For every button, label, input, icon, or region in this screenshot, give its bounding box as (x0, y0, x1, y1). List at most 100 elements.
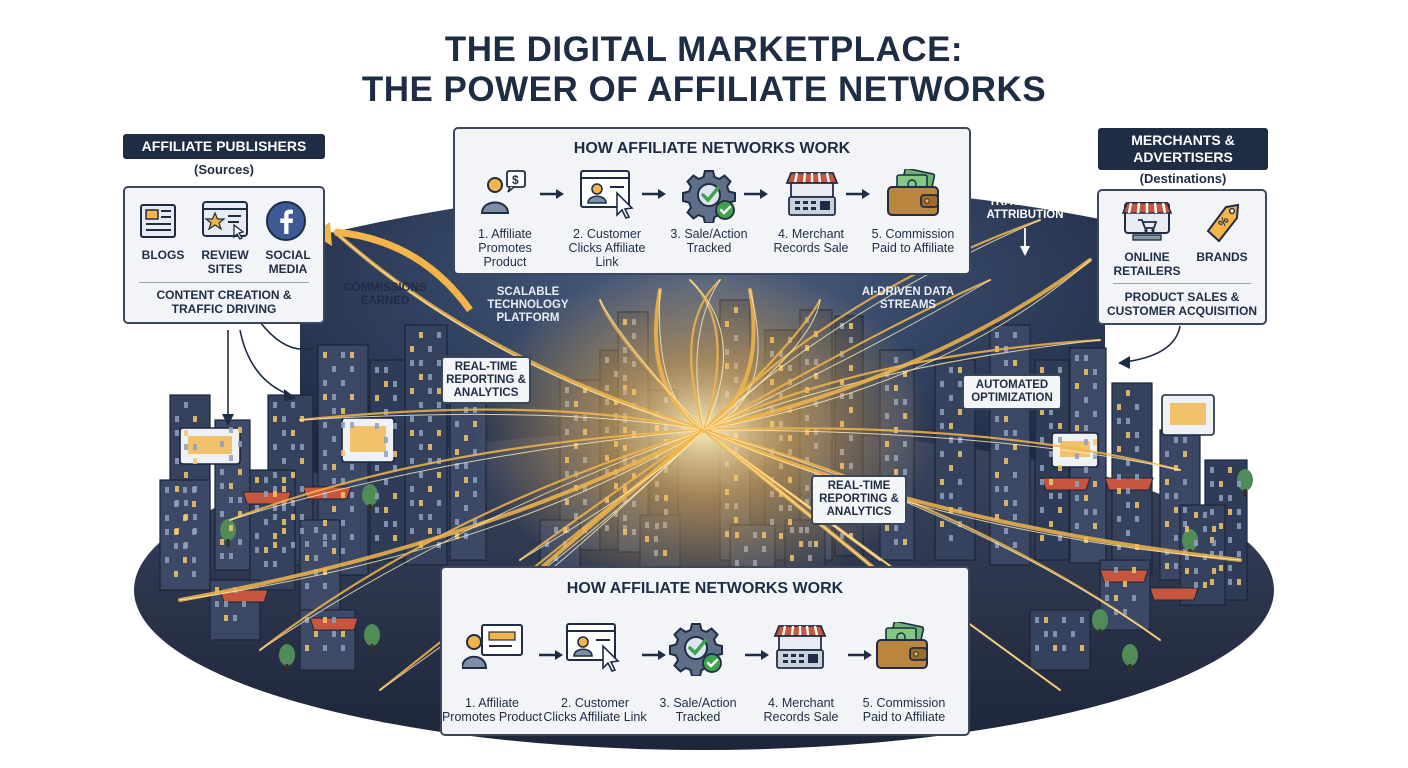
window (410, 528, 414, 534)
window (1219, 523, 1223, 529)
window (332, 366, 336, 372)
tree (220, 519, 236, 541)
window (410, 500, 414, 506)
window (1071, 631, 1075, 637)
window (264, 519, 268, 525)
window (183, 543, 187, 549)
person-presenting-icon (460, 622, 524, 675)
window (1013, 332, 1017, 338)
window (419, 430, 423, 436)
window (323, 617, 327, 623)
window (1058, 465, 1062, 471)
window (229, 553, 233, 559)
window (1013, 472, 1017, 478)
window (464, 477, 468, 483)
window (419, 444, 423, 450)
publishers-divider (139, 282, 309, 283)
window (1084, 495, 1088, 501)
window (410, 430, 414, 436)
light-stream-highlight (229, 429, 705, 521)
window (949, 437, 953, 443)
window (464, 463, 468, 469)
window (1185, 568, 1189, 574)
shop-awning (309, 617, 359, 631)
publisher-connector-2 (239, 329, 291, 396)
window (949, 423, 953, 429)
gear-check-icon (668, 622, 724, 681)
window (1105, 581, 1109, 587)
window (428, 444, 432, 450)
window (1058, 367, 1062, 373)
window (1117, 516, 1121, 522)
window (437, 430, 441, 436)
step-arrow-icon (539, 187, 565, 205)
window (1013, 500, 1017, 506)
tree-trunk (1243, 489, 1247, 497)
window (175, 430, 179, 436)
window (165, 529, 169, 535)
window (393, 423, 397, 429)
svg-text:$: $ (512, 173, 519, 187)
window (238, 427, 242, 433)
window (455, 491, 459, 497)
window (1219, 565, 1223, 571)
window (1165, 563, 1169, 569)
window (1058, 437, 1062, 443)
window (940, 423, 944, 429)
window (1004, 528, 1008, 534)
window (1174, 493, 1178, 499)
window (341, 520, 345, 526)
window (1084, 369, 1088, 375)
window (1040, 409, 1044, 415)
window (473, 477, 477, 483)
window (428, 388, 432, 394)
cash-register-icon (783, 169, 841, 224)
window (940, 521, 944, 527)
window (1084, 509, 1088, 515)
window (949, 367, 953, 373)
window (437, 472, 441, 478)
facebook-icon (265, 200, 307, 247)
window (1093, 453, 1097, 459)
merchants-subtitle: (Destinations) (1139, 171, 1227, 186)
window (184, 402, 188, 408)
window (940, 451, 944, 457)
shop-awning (1149, 587, 1199, 601)
window (300, 486, 304, 492)
window (1093, 509, 1097, 515)
window (384, 451, 388, 457)
window (242, 601, 246, 607)
window (410, 458, 414, 464)
window (375, 493, 379, 499)
realtime-callout-center: REAL-TIME REPORTING & ANALYTICS (811, 475, 907, 525)
window (273, 561, 277, 567)
automated-callout: AUTOMATED OPTIMIZATION (962, 374, 1062, 410)
window (273, 491, 277, 497)
window (238, 497, 242, 503)
window (305, 645, 309, 651)
window (958, 451, 962, 457)
window (1093, 411, 1097, 417)
window (1049, 521, 1053, 527)
window (1049, 493, 1053, 499)
window (341, 645, 345, 651)
window (183, 557, 187, 563)
blog-icon (139, 202, 179, 245)
window (332, 631, 336, 637)
window (393, 451, 397, 457)
light-stream (228, 428, 706, 522)
window (229, 497, 233, 503)
step-arrow-icon (538, 648, 564, 666)
window (1126, 530, 1130, 536)
window (1210, 467, 1214, 473)
light-stream (702, 278, 992, 432)
window (473, 519, 477, 525)
window (1174, 563, 1178, 569)
window (1093, 439, 1097, 445)
window (1080, 617, 1084, 623)
window (428, 486, 432, 492)
window (393, 465, 397, 471)
window (1126, 418, 1130, 424)
window (1117, 404, 1121, 410)
window (1013, 514, 1017, 520)
